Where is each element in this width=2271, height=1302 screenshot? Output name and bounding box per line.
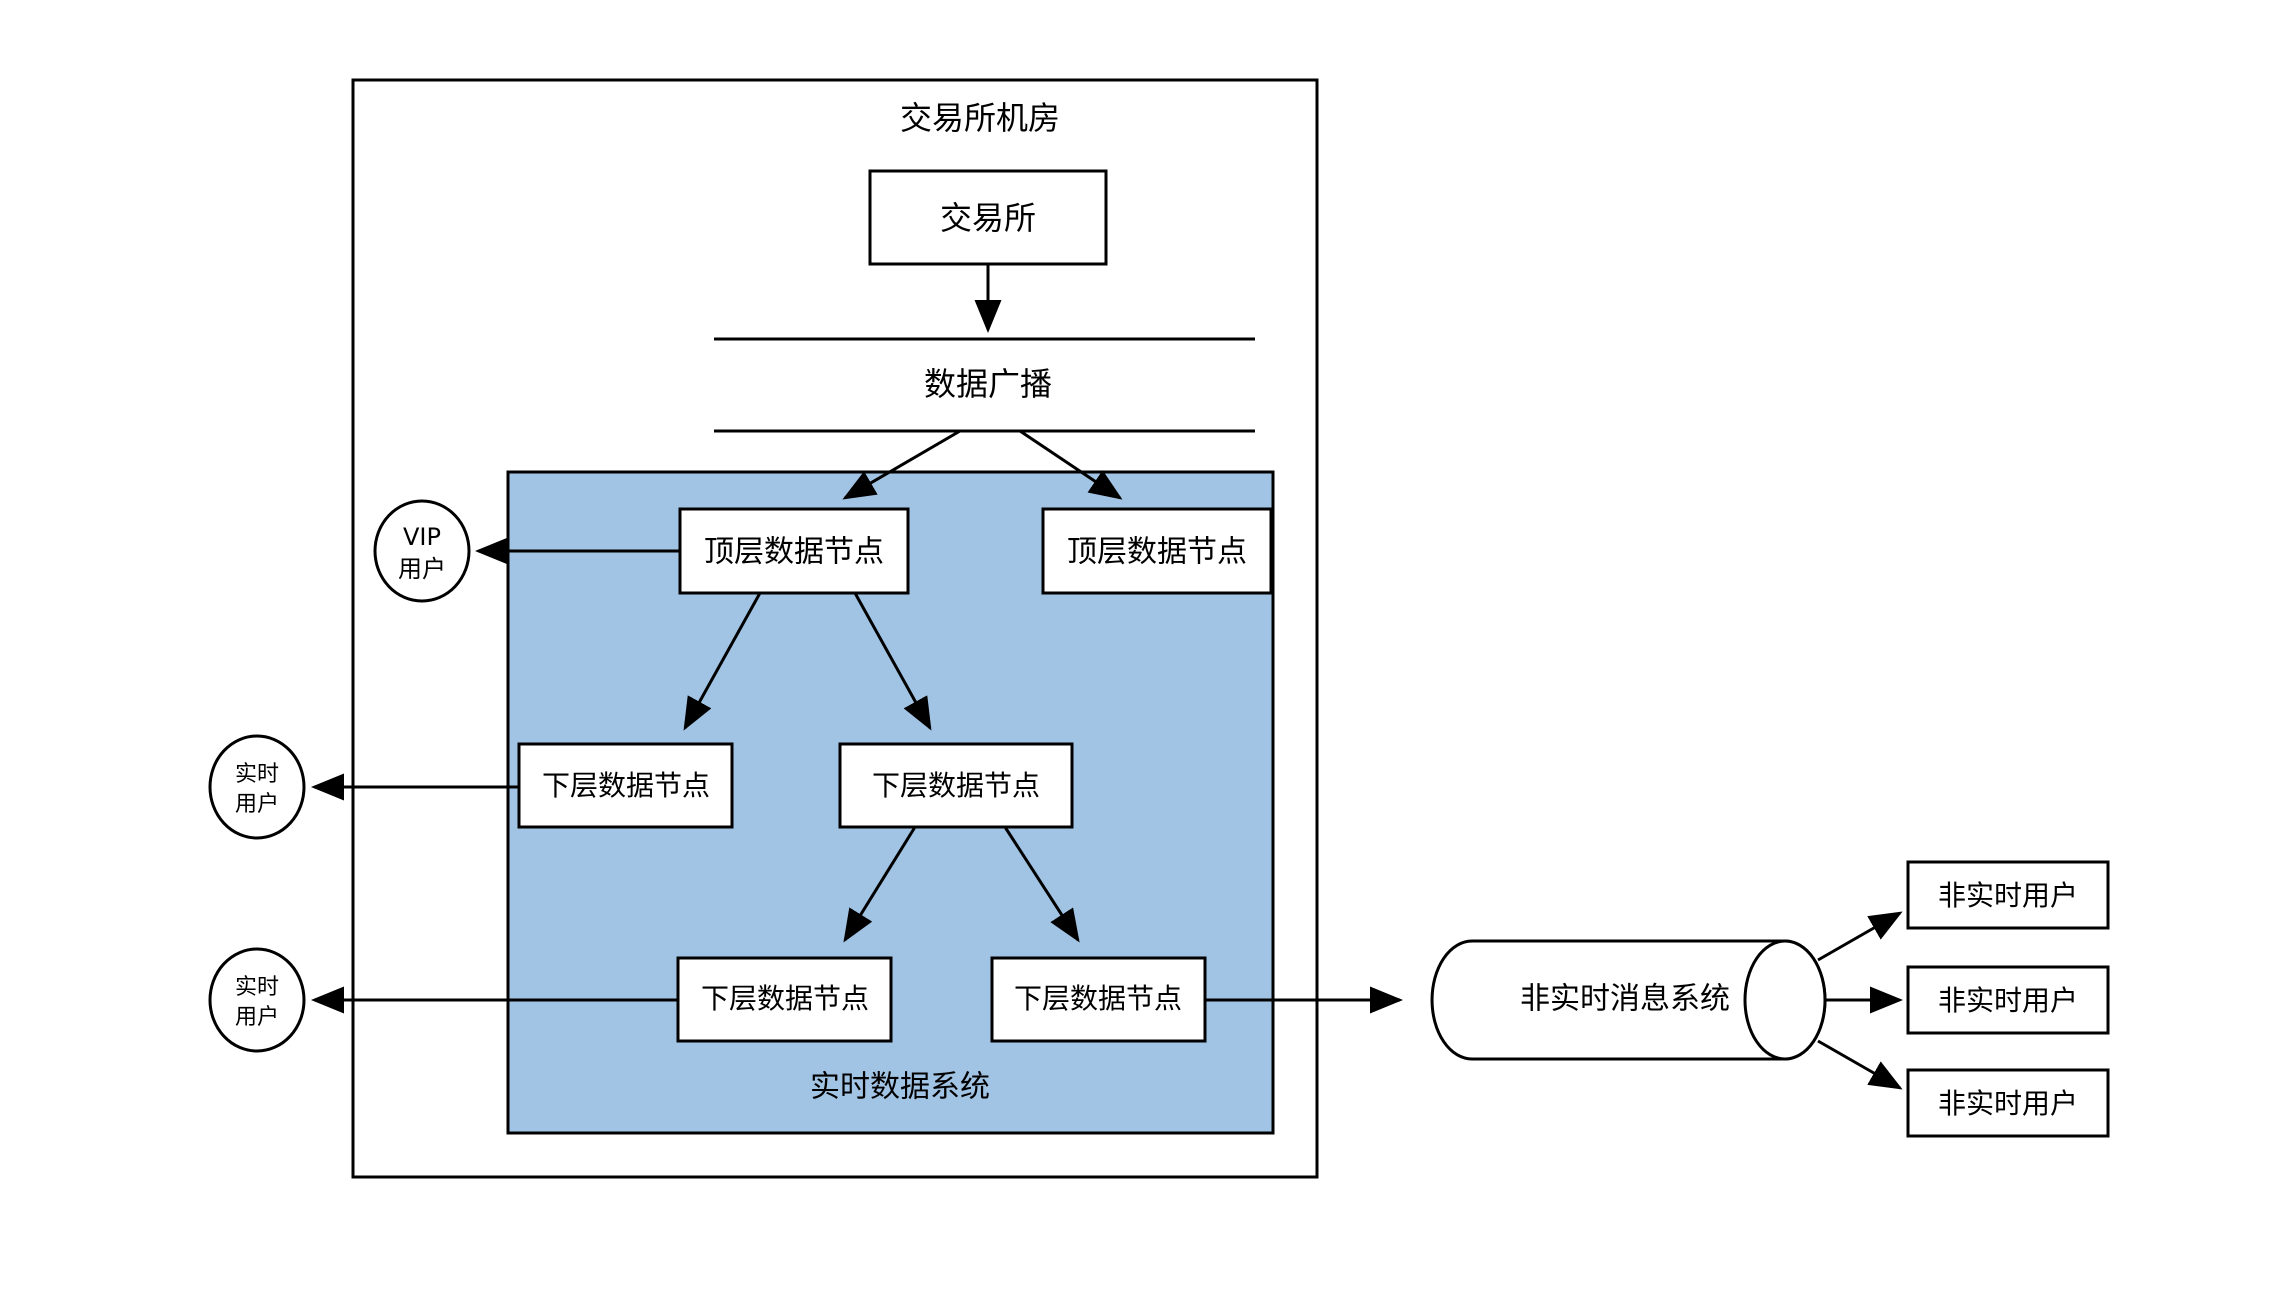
realtime-user-2-label-line1: 实时	[235, 975, 279, 1000]
lower-data-node-3-label: 下层数据节点	[701, 982, 869, 1015]
diagram-title: 交易所机房	[900, 99, 1060, 137]
lower-data-node-2[interactable]	[838, 742, 1074, 829]
lower-data-node-4[interactable]	[990, 956, 1207, 1043]
edge-top-node-1-to-lower-node-2	[853, 592, 932, 731]
message-system-label: 非实时消息系统	[1520, 982, 1730, 1017]
realtime-user-1-label-line1: 实时	[235, 762, 279, 787]
top-data-node-2[interactable]	[1041, 507, 1273, 595]
non-realtime-user-box-1[interactable]	[1906, 860, 2110, 930]
realtime-data-system-label: 实时数据系统	[810, 1070, 990, 1105]
top-data-node-1-label: 顶层数据节点	[704, 535, 884, 570]
non-realtime-user-box-2[interactable]	[1906, 965, 2110, 1035]
non-realtime-user-1-label: 非实时用户	[1938, 879, 2078, 912]
edge-lower-node-2-to-lower-node-3	[843, 826, 917, 943]
realtime-user-2-label-line2: 用户	[235, 1005, 279, 1030]
realtime-user-1-label-line2: 用户	[235, 792, 279, 817]
exchange-box-label: 交易所	[940, 199, 1036, 237]
exchange-box[interactable]	[868, 169, 1108, 266]
top-data-node-1[interactable]	[678, 507, 910, 595]
lower-data-node-4-label: 下层数据节点	[1014, 982, 1182, 1015]
vip-user-label-line1: VIP	[403, 523, 441, 551]
vip-user-label-line2: 用户	[398, 555, 446, 583]
lower-data-node-1[interactable]	[517, 742, 734, 829]
non-realtime-user-2-label: 非实时用户	[1938, 984, 2078, 1017]
edge-lower-node-2-to-lower-node-4	[1003, 826, 1080, 943]
edge-message-system-to-user-3	[1817, 1039, 1903, 1090]
vip-user-ellipse[interactable]	[373, 499, 471, 603]
broadcast-label: 数据广播	[924, 365, 1052, 403]
lower-data-node-1-label: 下层数据节点	[542, 769, 710, 802]
edge-broadcast-to-top-node-2	[1019, 429, 1123, 500]
edge-broadcast-to-top-node-1	[842, 429, 961, 500]
message-system-cylinder-cap	[1743, 939, 1827, 1061]
non-realtime-user-3-label: 非实时用户	[1938, 1087, 2078, 1120]
edge-top-node-1-to-lower-node-1	[683, 592, 762, 731]
lower-data-node-2-label: 下层数据节点	[872, 769, 1040, 802]
non-realtime-user-box-3[interactable]	[1906, 1068, 2110, 1138]
realtime-user-ellipse-2[interactable]	[208, 947, 306, 1053]
realtime-user-ellipse-1[interactable]	[208, 734, 306, 840]
top-data-node-2-label: 顶层数据节点	[1067, 535, 1247, 570]
edge-message-system-to-user-1	[1817, 911, 1903, 962]
